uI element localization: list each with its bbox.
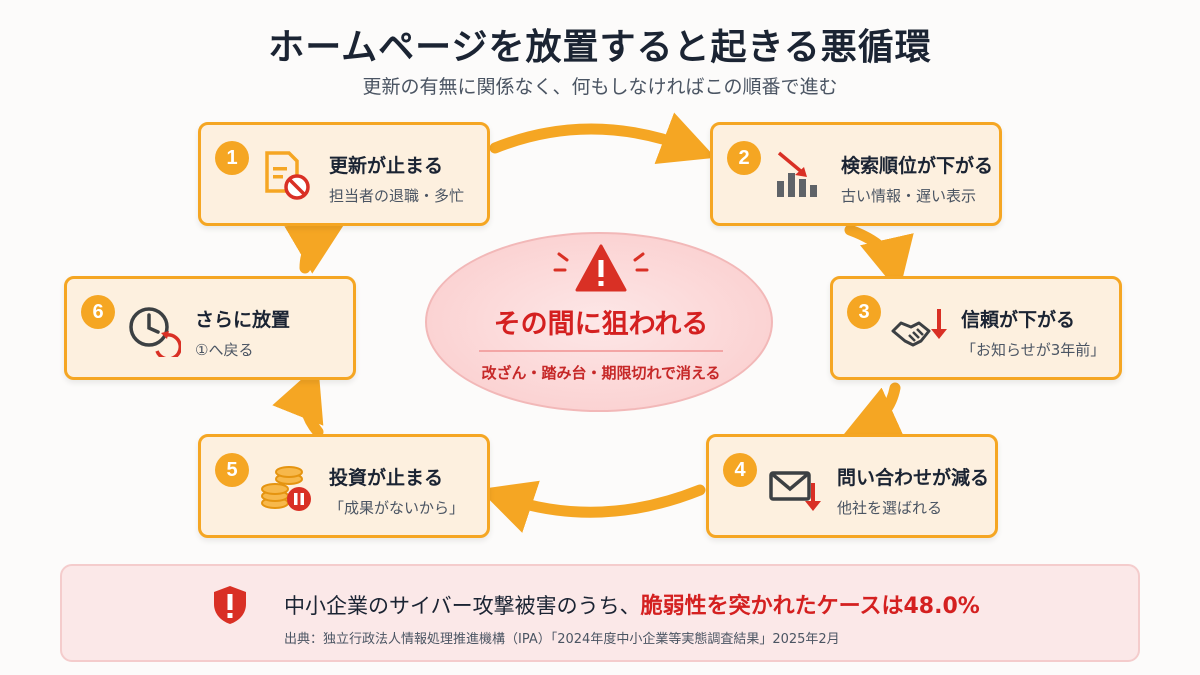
center-divider [479,350,723,352]
document-stop-icon [265,151,310,200]
center-title: その間に狙われる [493,309,709,340]
shield-alert-icon [214,586,246,624]
step-title: さらに放置 [195,309,291,331]
step-desc: 担当者の退職・多忙 [329,187,465,205]
step-number: 2 [727,141,761,175]
arrow-1-to-2 [489,112,716,164]
step-number: 6 [81,295,115,329]
page-title: ホームページを放置すると起きる悪循環 [268,27,932,68]
warning-icon [553,244,649,292]
step-number: 3 [847,295,881,329]
center-subtitle: 改ざん・踏み台・期限切れで消える [481,364,721,382]
step-card-3: 3 信頼が下がる 「お知らせが3年前」 [830,276,1122,380]
step-card-1: 1 更新が止まる 担当者の退職・多忙 [198,122,490,226]
step-title: 更新が止まる [329,155,444,177]
stat-prefix: 中小企業のサイバー攻撃被害のうち、 [284,594,641,618]
step-desc: 古い情報・遅い表示 [841,187,977,205]
step-title: 問い合わせが減る [837,467,990,489]
step-title: 検索順位が下がる [841,155,994,177]
arrow-3-to-4 [842,382,905,438]
step-desc: ①へ戻る [195,341,254,359]
step-card-6: 6 さらに放置 ①へ戻る [64,276,356,380]
stat-box: 中小企業のサイバー攻撃被害のうち、脆弱性を突かれたケースは48.0% 出典：独立… [60,564,1140,662]
step-number: 4 [723,453,757,487]
step-desc: 「お知らせが3年前」 [961,341,1106,359]
step-card-4: 4 問い合わせが減る 他社を選ばれる [706,434,998,538]
step-desc: 「成果がないから」 [329,499,465,517]
bar-chart-down-icon [777,151,817,197]
clock-return-icon [129,307,181,357]
mail-down-icon [769,471,821,511]
arrow-6-to-1 [284,222,346,274]
stat-text: 中小企業のサイバー攻撃被害のうち、脆弱性を突かれたケースは48.0% [284,588,980,620]
step-card-5: 5 投資が止まる 「成果がないから」 [198,434,490,538]
coins-pause-icon [261,466,311,511]
step-title: 投資が止まる [329,467,444,489]
arrow-4-to-5 [478,480,706,533]
page-subtitle: 更新の有無に関係なく、何もしなければこの順番で進む [362,76,838,98]
step-desc: 他社を選ばれる [837,499,943,517]
step-number: 5 [215,453,249,487]
step-card-2: 2 検索順位が下がる 古い情報・遅い表示 [710,122,1002,226]
arrow-5-to-6 [272,364,324,438]
arrow-2-to-3 [844,224,914,293]
stat-highlight: 脆弱性を突かれたケースは48.0% [640,594,980,619]
center-warning: その間に狙われる 改ざん・踏み台・期限切れで消える [425,232,773,412]
step-number: 1 [215,141,249,175]
stat-source: 出典：独立行政法人情報処理推進機構（IPA）「2024年度中小企業等実態調査結果… [284,632,840,647]
step-title: 信頼が下がる [961,309,1076,331]
handshake-down-icon [891,309,947,347]
